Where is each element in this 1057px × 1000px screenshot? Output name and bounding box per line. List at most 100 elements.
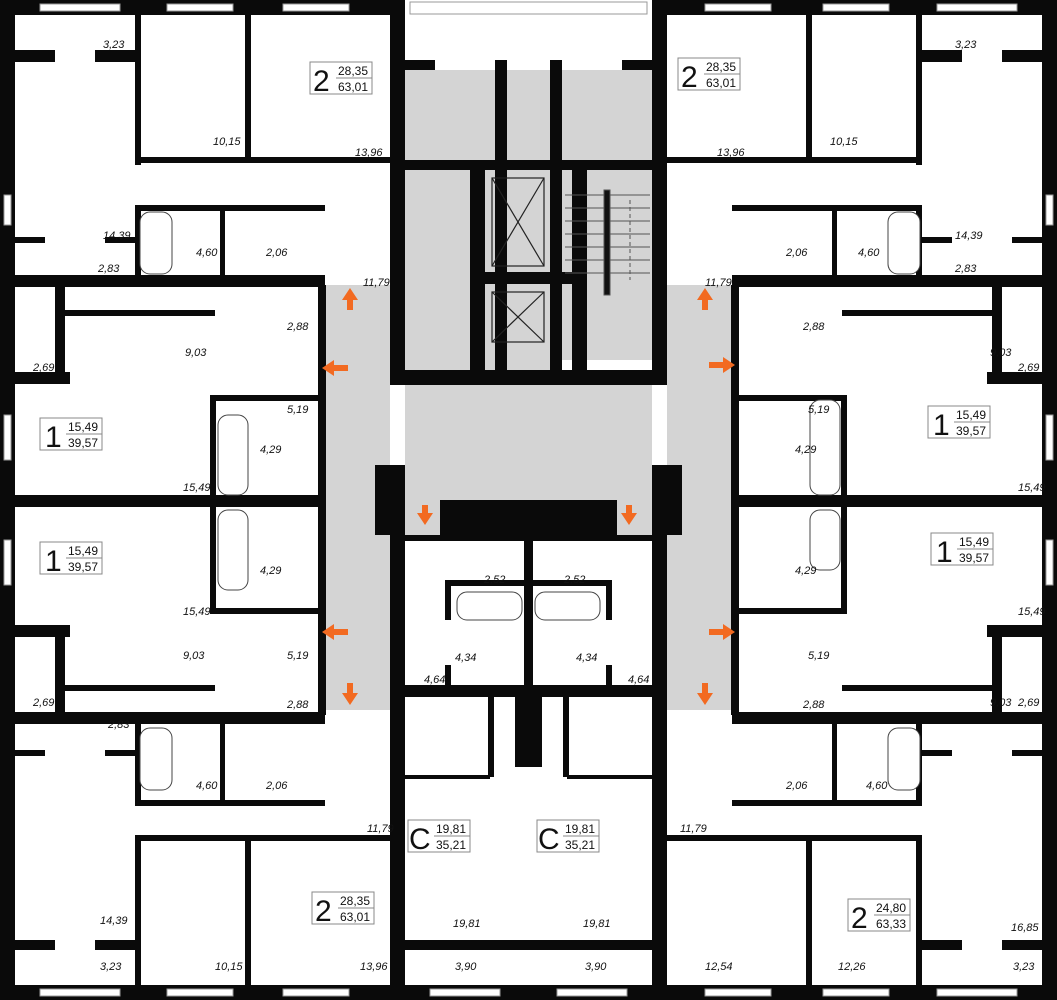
- central-hall: [405, 385, 652, 500]
- room-area-label: 15,49: [183, 606, 211, 618]
- arrow-icon: [322, 360, 348, 376]
- bathtub-icon: [139, 211, 921, 791]
- room-area-label: 14,39: [100, 915, 128, 927]
- apartment-badge: 2 28,35 63,01: [311, 891, 375, 928]
- room-area-label: 11,79: [680, 823, 707, 835]
- arrow-icon: [342, 683, 358, 705]
- living-area: 15,49: [956, 408, 986, 422]
- room-area-label: 4,29: [795, 565, 816, 577]
- total-area: 63,01: [340, 910, 370, 924]
- room-area-label: 2,69: [1017, 697, 1039, 709]
- room-area-label: 4,60: [858, 247, 880, 259]
- room-count: 1: [45, 545, 62, 578]
- room-area-label: 19,81: [583, 918, 611, 930]
- living-area: 24,80: [876, 901, 906, 915]
- living-area: 19,81: [565, 822, 595, 836]
- total-area: 35,21: [565, 838, 595, 852]
- room-count: 2: [681, 61, 698, 94]
- room-area-label: 4,29: [795, 444, 816, 456]
- apartment-badge: 1 15,49 39,57: [39, 417, 103, 454]
- room-area-label: 13,96: [355, 147, 383, 159]
- room-area-label: 2,83: [107, 719, 130, 731]
- room-area-label: 2,88: [802, 699, 825, 711]
- apartment-badge: 1 15,49 39,57: [930, 532, 994, 569]
- room-count: С: [538, 823, 560, 856]
- apartment-badge: С 19,81 35,21: [536, 819, 600, 856]
- arrow-icon: [697, 288, 713, 310]
- room-area-label: 4,29: [260, 444, 281, 456]
- room-area-label: 19,81: [453, 918, 481, 930]
- room-area-label: 2,69: [32, 362, 54, 374]
- room-area-label: 5,19: [287, 404, 308, 416]
- total-area: 63,01: [706, 76, 736, 90]
- room-count: 1: [936, 536, 953, 569]
- living-area: 15,49: [959, 535, 989, 549]
- room-count: 2: [851, 902, 868, 935]
- room-area-label: 10,15: [215, 961, 243, 973]
- room-area-label: 3,23: [100, 961, 122, 973]
- room-count: 2: [315, 895, 332, 928]
- elevator-shaft-icon: [491, 177, 545, 343]
- room-area-label: 2,88: [286, 321, 309, 333]
- room-area-label: 4,60: [866, 780, 888, 792]
- exit-arrows: [322, 288, 735, 705]
- room-area-label: 4,34: [455, 652, 476, 664]
- living-area: 28,35: [706, 60, 736, 74]
- arrow-icon: [709, 624, 735, 640]
- apartment-badge: С 19,81 35,21: [407, 819, 471, 856]
- room-area-label: 15,49: [183, 482, 211, 494]
- room-area-label: 2,52: [483, 574, 505, 586]
- room-area-label: 5,19: [808, 404, 829, 416]
- room-area-label: 3,23: [1013, 961, 1035, 973]
- room-area-label: 10,15: [830, 136, 858, 148]
- room-count: 2: [313, 65, 330, 98]
- total-area: 63,01: [338, 80, 368, 94]
- room-area-label: 11,79: [367, 823, 394, 835]
- room-area-label: 2,69: [32, 697, 54, 709]
- room-count: 1: [45, 421, 62, 454]
- room-area-label: 2,06: [265, 247, 288, 259]
- room-area-label: 9,03: [183, 650, 205, 662]
- arrow-icon: [697, 683, 713, 705]
- room-count: 1: [933, 409, 950, 442]
- total-area: 39,57: [959, 551, 989, 565]
- room-area-label: 4,60: [196, 247, 218, 259]
- arrow-icon: [417, 505, 433, 525]
- room-area-label: 5,19: [808, 650, 829, 662]
- room-area-label: 13,96: [360, 961, 388, 973]
- room-area-label: 2,52: [563, 574, 585, 586]
- room-area-label: 4,29: [260, 565, 281, 577]
- room-area-label: 4,60: [196, 780, 218, 792]
- living-area: 19,81: [436, 822, 466, 836]
- windows: [3, 1, 1054, 997]
- room-area-label: 2,83: [97, 263, 120, 275]
- room-area-label: 5,19: [287, 650, 308, 662]
- total-area: 35,21: [436, 838, 466, 852]
- room-area-label: 15,49: [1018, 482, 1046, 494]
- apartment-badge: 1 15,49 39,57: [927, 405, 991, 442]
- room-area-label: 4,34: [576, 652, 597, 664]
- room-area-label: 3,90: [455, 961, 477, 973]
- arrow-icon: [709, 357, 735, 373]
- room-area-label: 12,26: [838, 961, 866, 973]
- room-area-label: 10,15: [213, 136, 241, 148]
- room-area-label: 2,06: [265, 780, 288, 792]
- total-area: 39,57: [956, 424, 986, 438]
- room-area-label: 4,64: [628, 674, 649, 686]
- room-area-label: 2,88: [802, 321, 825, 333]
- stairs-icon: [565, 189, 650, 296]
- room-area-label: 9,03: [185, 347, 207, 359]
- room-area-label: 12,54: [705, 961, 733, 973]
- room-area-label: 16,85: [1011, 922, 1039, 934]
- room-area-label: 2,88: [286, 699, 309, 711]
- room-area-label: 2,69: [1017, 362, 1039, 374]
- total-area: 39,57: [68, 436, 98, 450]
- room-area-label: 15,49: [1018, 606, 1046, 618]
- total-area: 39,57: [68, 560, 98, 574]
- arrow-icon: [322, 624, 348, 640]
- room-area-label: 9,03: [990, 347, 1012, 359]
- room-area-label: 14,39: [103, 230, 131, 242]
- room-area-label: 3,90: [585, 961, 607, 973]
